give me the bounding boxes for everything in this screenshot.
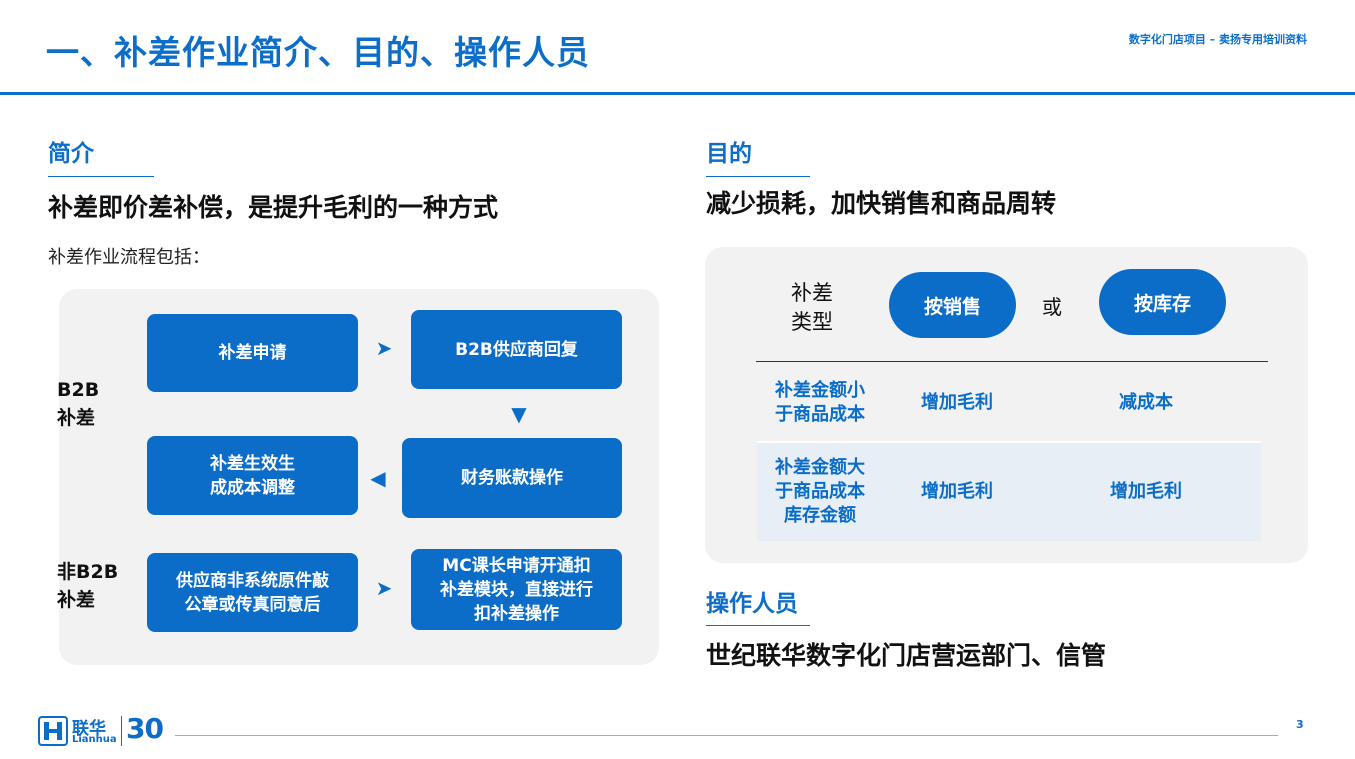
purpose-lead: 减少损耗，加快销售和商品周转 xyxy=(706,189,1057,218)
operators-heading-underline xyxy=(706,625,810,626)
type-label: 补差 类型 xyxy=(782,279,842,337)
or-text: 或 xyxy=(1042,295,1062,319)
table-top-rule xyxy=(756,361,1268,362)
condition-line: 于商品成本 xyxy=(775,481,865,502)
flow-step-supplier-reply: B2B供应商回复 xyxy=(411,310,622,389)
lianhua-logo-icon xyxy=(38,716,68,746)
flow-step-mc-line: 扣补差操作 xyxy=(474,603,559,624)
b2b-label: B2B 补差 xyxy=(57,376,99,432)
flow-step-mc-line: MC课长申请开通扣 xyxy=(442,555,591,576)
arrow-left-icon: ◀ xyxy=(370,466,386,490)
purpose-heading: 目的 xyxy=(706,141,752,167)
table-row: 补差金额小 于商品成本 增加毛利 减成本 xyxy=(757,364,1261,441)
flow-step-finance: 财务账款操作 xyxy=(402,438,622,518)
b2b-label-line: B2B xyxy=(57,379,100,401)
flow-step-mc: MC课长申请开通扣 补差模块，直接进行 扣补差操作 xyxy=(411,549,622,630)
page-title: 一、补差作业简介、目的、操作人员 xyxy=(46,33,590,72)
table-cell-condition: 补差金额小 于商品成本 xyxy=(757,379,883,427)
flow-step-effect-line: 成成本调整 xyxy=(210,477,295,498)
intro-heading-underline xyxy=(48,176,154,177)
footer-divider xyxy=(175,735,1278,736)
type-by-sales: 按销售 xyxy=(889,272,1016,338)
flow-caption: 补差作业流程包括： xyxy=(48,247,210,268)
table-cell-condition: 补差金额大 于商品成本 库存金额 xyxy=(757,456,883,528)
b2b-label-line: 补差 xyxy=(57,407,96,429)
logo-divider xyxy=(121,716,122,746)
non-b2b-label: 非B2B 补差 xyxy=(57,558,118,614)
operators-heading: 操作人员 xyxy=(706,591,798,617)
logo-text-en: Lianhua xyxy=(72,734,117,745)
non-b2b-label-line: 非B2B xyxy=(57,561,119,583)
flow-step-nonb2b-supplier: 供应商非系统原件敲 公章或传真同意后 xyxy=(147,553,358,632)
intro-lead: 补差即价差补偿，是提升毛利的一种方式 xyxy=(48,193,499,222)
operators-lead: 世纪联华数字化门店营运部门、信管 xyxy=(706,641,1107,670)
arrow-right-icon: ➤ xyxy=(375,336,393,360)
project-tag: 数字化门店项目 – 卖扬专用培训资料 xyxy=(1128,33,1307,46)
table-cell-sales: 增加毛利 xyxy=(921,391,993,413)
table-row-separator xyxy=(757,441,1261,443)
table-cell-stock: 增加毛利 xyxy=(1110,481,1182,502)
header-divider xyxy=(0,92,1355,95)
type-by-stock: 按库存 xyxy=(1099,269,1226,335)
flow-step-apply: 补差申请 xyxy=(147,314,358,392)
type-label-line: 类型 xyxy=(791,310,833,334)
table-row: 补差金额大 于商品成本 库存金额 增加毛利 增加毛利 xyxy=(757,443,1261,541)
flow-step-nonb2b-line: 公章或传真同意后 xyxy=(184,594,321,615)
flow-step-mc-line: 补差模块，直接进行 xyxy=(440,579,593,600)
condition-line: 库存金额 xyxy=(784,505,856,526)
condition-line: 于商品成本 xyxy=(775,403,865,425)
arrow-right-icon: ➤ xyxy=(375,576,393,600)
type-label-line: 补差 xyxy=(791,281,833,305)
logo-text-cn: 联华 xyxy=(72,719,106,739)
page-number: 3 xyxy=(1296,718,1304,731)
table-cell-stock: 减成本 xyxy=(1119,391,1173,413)
anniversary-mark: 30 xyxy=(126,712,164,745)
non-b2b-label-line: 补差 xyxy=(57,589,96,611)
flow-step-nonb2b-line: 供应商非系统原件敲 xyxy=(176,570,329,591)
table-cell-sales: 增加毛利 xyxy=(921,481,993,502)
purpose-heading-underline xyxy=(706,176,810,177)
condition-line: 补差金额小 xyxy=(775,379,865,401)
intro-heading: 简介 xyxy=(48,141,94,167)
condition-line: 补差金额大 xyxy=(775,457,865,478)
flow-step-effect-line: 补差生效生 xyxy=(210,453,295,474)
flow-step-effect: 补差生效生 成成本调整 xyxy=(147,436,358,515)
arrow-down-icon: ▼ xyxy=(511,402,527,426)
